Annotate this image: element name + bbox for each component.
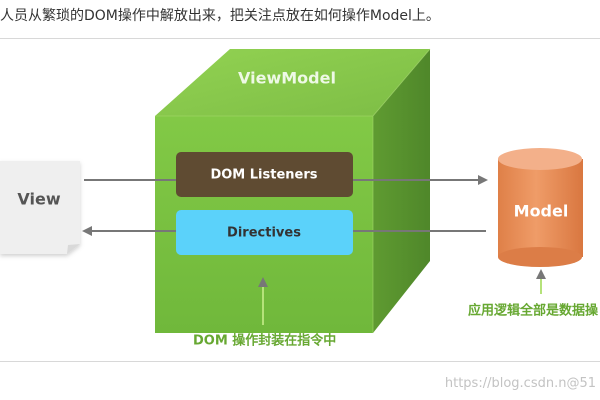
model-node: Model	[498, 148, 583, 267]
viewmodel-cube-side	[373, 49, 430, 333]
directives-box	[176, 210, 353, 255]
dom-listeners-label: DOM Listeners	[210, 168, 317, 183]
data-ops-caption: 应用逻辑全部是数据操	[468, 303, 598, 319]
view-card	[0, 161, 80, 254]
view-node: View	[0, 161, 80, 254]
dom-ops-caption: DOM 操作封装在指令中	[193, 333, 336, 349]
model-cylinder-bottom	[498, 247, 582, 267]
directives-node: Directives	[176, 210, 353, 255]
viewmodel-cube-edges	[155, 48, 431, 333]
model-label: Model	[514, 202, 569, 221]
model-cylinder-top	[498, 148, 582, 170]
view-card-fold	[67, 244, 80, 254]
dom-listeners-box	[176, 152, 353, 197]
mvvm-diagram: ViewModel View Model DOM Listeners Direc…	[0, 48, 598, 349]
intro-text: 人员从繁琐的DOM操作中解放出来，把关注点放在如何操作Model上。	[0, 8, 440, 24]
directives-label: Directives	[227, 226, 301, 241]
viewmodel-cube-top	[155, 49, 430, 116]
viewmodel-title: ViewModel	[238, 69, 336, 88]
watermark-text: https://blog.csdn.n@51	[444, 376, 596, 391]
dom-listeners-node: DOM Listeners	[176, 152, 353, 197]
model-cylinder-body	[498, 159, 583, 257]
vue-mvvm-figure: ViewModel View Model DOM Listeners Direc…	[0, 38, 600, 362]
view-label: View	[17, 190, 60, 209]
